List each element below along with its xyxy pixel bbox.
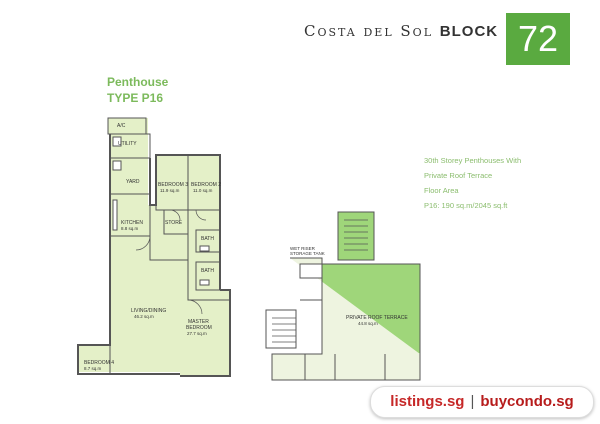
watermark-badge: listings.sg | buycondo.sg xyxy=(370,386,594,418)
room-yard: YARD xyxy=(126,179,140,185)
room-bedroom3-area: 11.9 sq.m xyxy=(160,188,180,193)
room-bedroom3: BEDROOM 3 xyxy=(158,182,188,188)
room-living: LIVING/DINING xyxy=(131,308,166,314)
info-line-3: Floor Area xyxy=(424,186,459,195)
watermark-separator: | xyxy=(470,393,475,410)
block-word: BLOCK xyxy=(439,23,499,40)
room-kitchen-area: 8.8 sq.m xyxy=(121,226,139,231)
room-bath-lower: BATH xyxy=(201,268,214,274)
room-bedroom4-area: 8.7 sq.m xyxy=(84,366,102,371)
room-labels: A/C UTILITY YARD KITCHEN 8.8 sq.m BEDROO… xyxy=(84,123,408,371)
room-ac: A/C xyxy=(117,123,126,129)
room-storage-tank: STORAGE TANK xyxy=(290,251,325,256)
room-utility: UTILITY xyxy=(118,141,137,147)
unit-category: Penthouse xyxy=(107,75,169,89)
lower-floor-plan xyxy=(77,117,231,377)
room-roof-terrace-area: 44.8 sq.m xyxy=(358,321,378,326)
room-store: STORE xyxy=(165,220,183,226)
room-living-area: 46.2 sq.m xyxy=(134,314,154,319)
room-kitchen: KITCHEN xyxy=(121,220,143,226)
block-number-badge: 72 xyxy=(506,13,570,65)
project-name: Costa del Sol xyxy=(304,22,433,40)
info-line-4: P16: 190 sq.m/2045 sq.ft xyxy=(424,201,508,210)
watermark-site-2: buycondo.sg xyxy=(480,393,574,410)
unit-type: TYPE P16 xyxy=(107,91,164,105)
room-master-area: 27.7 sq.m xyxy=(187,331,207,336)
room-bedroom2-area: 11.0 sq.m xyxy=(193,188,213,193)
room-roof-terrace: PRIVATE ROOF TERRACE xyxy=(346,315,408,321)
room-master: MASTER xyxy=(188,319,209,325)
room-master-2: BEDROOM xyxy=(186,325,212,331)
room-bath-upper: BATH xyxy=(201,236,214,242)
floor-area-info: 30th Storey Penthouses With Private Roof… xyxy=(424,153,521,213)
room-wet-riser: WET RISER xyxy=(290,246,316,251)
roof-floor-plan xyxy=(265,211,421,381)
room-bedroom4: BEDROOM 4 xyxy=(84,360,114,366)
info-line-1: 30th Storey Penthouses With xyxy=(424,156,522,165)
header-title: Costa del Sol BLOCK xyxy=(304,22,498,40)
room-bedroom2: BEDROOM 2 xyxy=(191,182,221,188)
unit-type-label: Penthouse TYPE P16 xyxy=(107,74,168,106)
watermark-site-1: listings.sg xyxy=(390,393,465,410)
info-line-2: Private Roof Terrace xyxy=(424,171,493,180)
